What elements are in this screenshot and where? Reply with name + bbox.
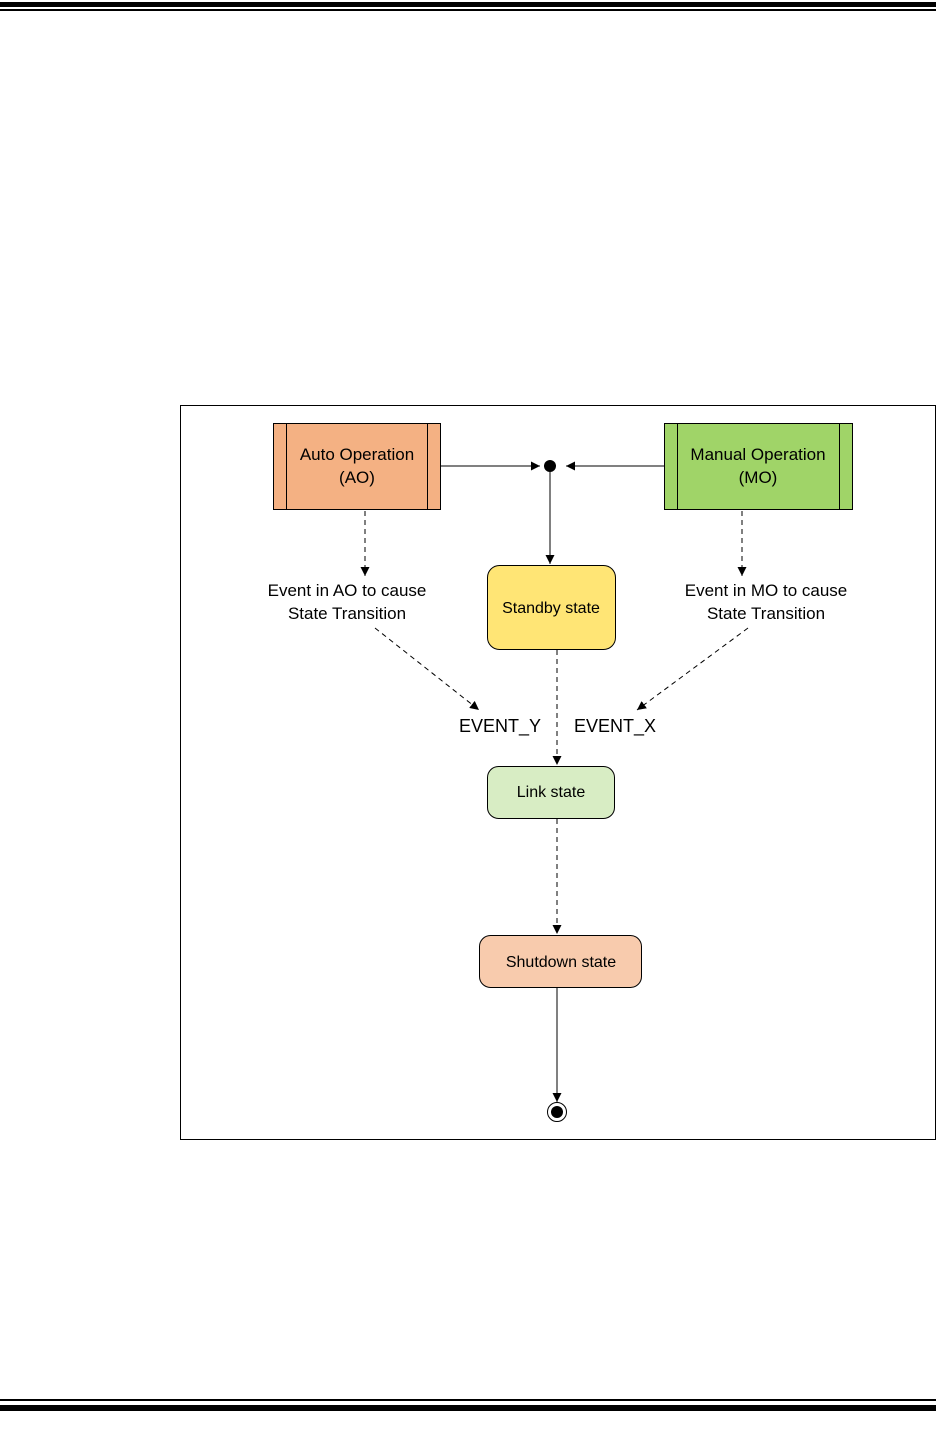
manual-operation-label-line1: Manual Operation <box>690 445 825 464</box>
header-rule-thick <box>0 2 936 7</box>
footer-rule-thick <box>0 1405 936 1411</box>
ao-event-note-line1: Event in AO to cause <box>268 581 427 600</box>
manual-operation-label-line2: (MO) <box>739 468 778 487</box>
footer-rule-thin <box>0 1399 936 1401</box>
shutdown-state-box <box>479 935 642 988</box>
final-state-icon <box>547 1102 567 1122</box>
link-state-node: Link state <box>487 766 615 819</box>
auto-operation-node: Auto Operation (AO) <box>273 423 441 510</box>
standby-state-node: Standby state <box>487 565 616 650</box>
shutdown-state-label: Shutdown state <box>506 954 616 971</box>
ao-event-to-event-y-arrow <box>374 627 480 711</box>
event-x-label: EVENT_X <box>574 716 656 737</box>
mo-event-note-line1: Event in MO to cause <box>685 581 848 600</box>
mo-event-to-event-x-arrow <box>636 627 749 711</box>
standby-state-box <box>487 565 616 650</box>
mo-event-note-line2: State Transition <box>707 604 825 623</box>
auto-operation-box <box>273 423 441 510</box>
link-state-label: Link state <box>517 784 586 801</box>
auto-operation-label-line2: (AO) <box>339 468 375 487</box>
ao-event-note-line2: State Transition <box>288 604 406 623</box>
junction-dot <box>544 460 556 472</box>
shutdown-state-node: Shutdown state <box>479 935 642 988</box>
manual-operation-box <box>664 423 853 510</box>
auto-operation-label-line1: Auto Operation <box>300 445 414 464</box>
standby-state-label: Standby state <box>502 600 600 617</box>
manual-operation-node: Manual Operation (MO) <box>664 423 853 510</box>
event-y-label: EVENT_Y <box>459 716 541 737</box>
header-rule-thin <box>0 9 936 11</box>
link-state-box <box>487 766 615 819</box>
